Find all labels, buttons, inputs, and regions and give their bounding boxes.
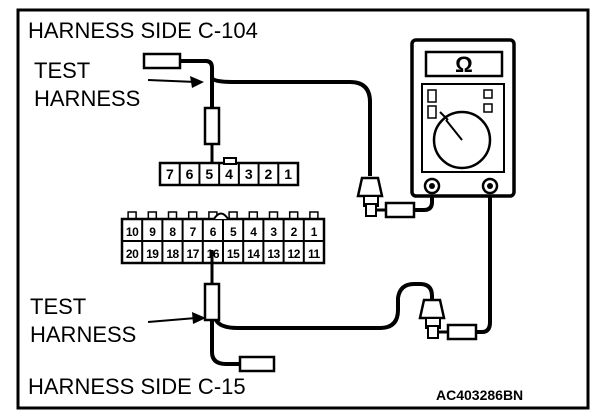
top-lead-wire <box>210 76 372 176</box>
c104-pin: 6 <box>186 166 194 182</box>
c15-pin-bottom: 19 <box>146 247 159 261</box>
c15-pin-top: 5 <box>230 225 237 239</box>
top-test-probe <box>142 52 221 170</box>
c15-pin-bottom: 11 <box>308 247 321 261</box>
test-label-bottom: TEST <box>30 294 86 319</box>
c15-pin-top: 4 <box>250 225 257 239</box>
c104-pin: 3 <box>245 166 253 182</box>
top-lead-clip <box>356 176 434 219</box>
c15-pin-bottom: 14 <box>247 247 260 261</box>
c15-pin-top: 8 <box>169 225 176 239</box>
c15-pin-bottom: 16 <box>207 247 220 261</box>
c15-pin-top: 10 <box>126 225 139 239</box>
diagram-frame <box>16 8 590 410</box>
bottom-test-probe <box>203 250 276 373</box>
c104-pin: 4 <box>225 166 233 182</box>
pointer-arrow-top <box>147 76 204 88</box>
c15-pin-bottom: 15 <box>227 247 240 261</box>
c104-pin: 1 <box>284 166 292 182</box>
test-label-top: TEST <box>34 58 90 83</box>
harness-label-top: HARNESS <box>34 86 140 111</box>
harness-side-c104-label: HARNESS SIDE C-104 <box>28 18 258 43</box>
c15-pin-bottom: 20 <box>126 247 139 261</box>
pointer-arrow-bottom <box>147 312 206 324</box>
ohm-symbol: Ω <box>455 52 473 77</box>
c15-pin-bottom: 18 <box>166 247 179 261</box>
ohmmeter-display <box>424 50 504 78</box>
harness-side-c15-label: HARNESS SIDE C-15 <box>28 374 246 399</box>
bottom-lead-clip <box>418 186 492 341</box>
bottom-lead-wire <box>214 282 434 330</box>
c15-pin-top: 6 <box>210 225 217 239</box>
c15-pin-bottom: 13 <box>267 247 280 261</box>
ohmmeter: Ω <box>410 38 516 198</box>
c15-pin-top: 3 <box>270 225 277 239</box>
c104-pin: 5 <box>205 166 213 182</box>
c15-pin-top: 2 <box>291 225 298 239</box>
c104-pin: 7 <box>166 166 174 182</box>
c15-pin-top: 1 <box>311 225 318 239</box>
c15-pin-bottom: 17 <box>187 247 200 261</box>
harness-label-bottom: HARNESS <box>30 322 136 347</box>
c15-pin-bottom: 12 <box>288 247 301 261</box>
figure-code: AC403286BN <box>436 387 523 403</box>
c15-pin-top: 9 <box>149 225 156 239</box>
c104-pin: 2 <box>265 166 273 182</box>
c15-pin-top: 7 <box>190 225 197 239</box>
